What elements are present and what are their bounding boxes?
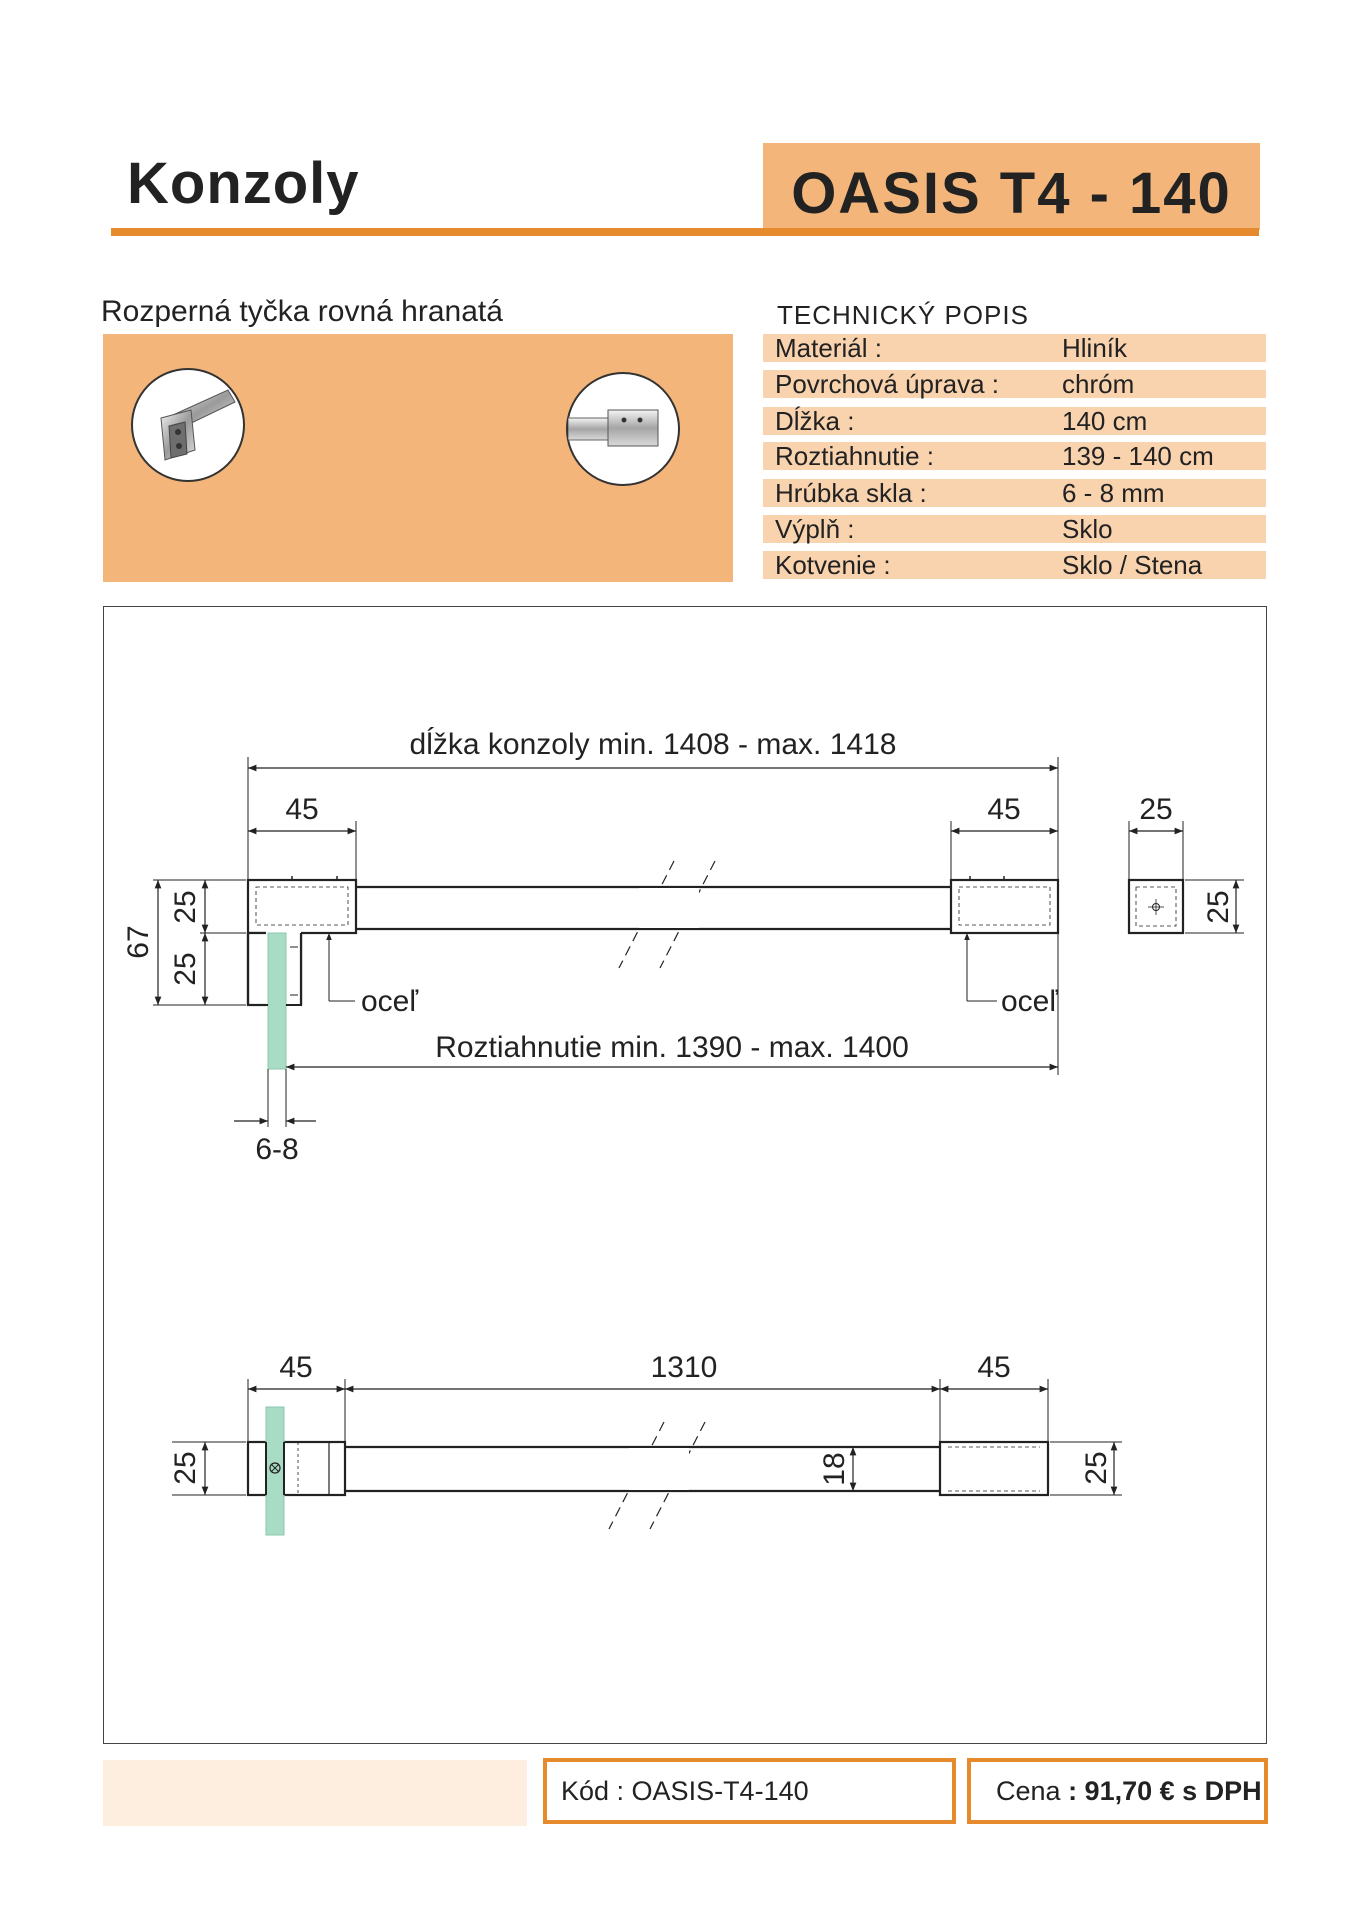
product-image-panel [103, 334, 733, 582]
spec-value: 139 - 140 cm [1062, 441, 1214, 471]
product-code-text: Kód : OASIS-T4-140 [561, 1776, 809, 1806]
spec-label: Materiál : [775, 333, 882, 363]
spec-label: Hrúbka skla : [775, 478, 927, 508]
price-box: Cena : 91,70 € s DPH [967, 1758, 1268, 1824]
dim-45-top-left: 45 [285, 793, 318, 826]
spec-label: Roztiahnutie : [775, 441, 934, 471]
dim-extension: Roztiahnutie min. 1390 - max. 1400 [435, 1031, 909, 1064]
header-underline [111, 228, 1259, 236]
technical-drawing: dĺžka konzoly min. 1408 - max. 1418 45 4… [103, 606, 1267, 1744]
dim-glass-thickness: 6-8 [255, 1133, 298, 1166]
page-title: Konzoly [127, 151, 360, 216]
spec-label: Dĺžka : [775, 406, 855, 436]
dim-25-profile-width: 25 [1139, 793, 1172, 826]
bracket-detail-image [131, 368, 245, 482]
spec-row-filling: Výplň : Sklo [763, 515, 1266, 543]
spec-row-glass-thickness: Hrúbka skla : 6 - 8 mm [763, 479, 1266, 507]
spec-row-surface: Povrchová úprava : chróm [763, 370, 1266, 398]
dim-25-bottom-right: 25 [1080, 1451, 1113, 1484]
dim-45-top-right: 45 [987, 793, 1020, 826]
model-banner [763, 143, 1260, 230]
model-name: OASIS T4 - 140 [791, 161, 1232, 226]
dim-45-bottom-left: 45 [279, 1351, 312, 1384]
spec-value: 140 cm [1062, 406, 1148, 436]
product-code: Kód : OASIS-T4-140 [543, 1758, 956, 1824]
spec-row-material: Materiál : Hliník [763, 334, 1266, 362]
spec-value: 6 - 8 mm [1062, 478, 1165, 508]
dim-25-bottom-left: 25 [169, 1451, 202, 1484]
dim-25-lower: 25 [169, 952, 202, 985]
dim-25-profile-height: 25 [1202, 890, 1235, 923]
spec-row-length: Dĺžka : 140 cm [763, 407, 1266, 435]
spec-value: chróm [1062, 369, 1135, 399]
spec-label: Výplň : [775, 514, 855, 544]
dim-total-length: dĺžka konzoly min. 1408 - max. 1418 [410, 727, 897, 761]
spec-value: Sklo / Stena [1062, 550, 1203, 580]
dim-67: 67 [122, 925, 155, 958]
dim-1310: 1310 [651, 1351, 718, 1384]
footer-blank-panel [103, 1760, 527, 1826]
spec-row-anchoring: Kotvenie : Sklo / Stena [763, 551, 1266, 579]
dim-18: 18 [818, 1452, 851, 1485]
spec-row-extension: Roztiahnutie : 139 - 140 cm [763, 442, 1266, 470]
dim-25-upper: 25 [169, 890, 202, 923]
spec-heading: TECHNICKÝ POPIS [777, 300, 1029, 330]
end-cap-detail-image [566, 372, 680, 486]
label-steel-left: oceľ [361, 985, 419, 1018]
spec-label: Povrchová úprava : [775, 369, 1000, 399]
label-steel-right: oceľ [1001, 985, 1059, 1018]
dim-45-bottom-right: 45 [977, 1351, 1010, 1384]
spec-label: Kotvenie : [775, 550, 891, 580]
price-value: : 91,70 € s DPH [1068, 1776, 1262, 1806]
spec-value: Sklo [1062, 514, 1113, 544]
product-subtitle: Rozperná tyčka rovná hranatá [101, 295, 503, 328]
price-prefix: Cena [996, 1776, 1069, 1806]
spec-value: Hliník [1062, 333, 1128, 363]
